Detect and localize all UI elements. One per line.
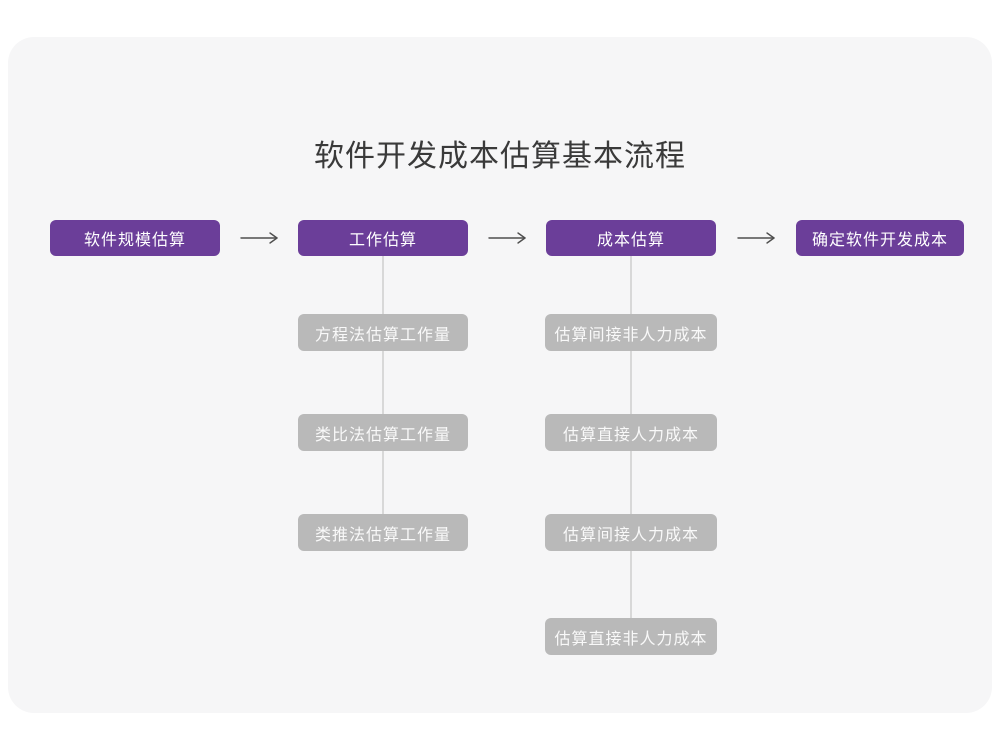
sub-step-inference-method: 类推法估算工作量: [298, 514, 468, 551]
arrow-right-icon: [488, 232, 526, 244]
sub-step-equation-method: 方程法估算工作量: [298, 314, 468, 351]
sub-step-direct-nonlabor-cost: 估算直接非人力成本: [545, 618, 717, 655]
page-title: 软件开发成本估算基本流程: [314, 140, 686, 173]
sub-step-indirect-labor-cost: 估算间接人力成本: [545, 514, 717, 551]
flowchart-card: 软件开发成本估算基本流程 软件规模估算 工作估算 成本估算 确定软件开发成本 方…: [8, 37, 992, 713]
step-determine-software-dev-cost: 确定软件开发成本: [796, 220, 964, 256]
connector-line-work-estimation: [382, 256, 384, 533]
step-cost-estimation: 成本估算: [546, 220, 716, 256]
arrow-right-icon: [240, 232, 278, 244]
sub-step-direct-labor-cost: 估算直接人力成本: [545, 414, 717, 451]
step-software-scale-estimation: 软件规模估算: [50, 220, 220, 256]
arrow-right-icon: [737, 232, 775, 244]
step-work-estimation: 工作估算: [298, 220, 468, 256]
sub-step-analogy-method: 类比法估算工作量: [298, 414, 468, 451]
sub-step-indirect-nonlabor-cost: 估算间接非人力成本: [545, 314, 717, 351]
